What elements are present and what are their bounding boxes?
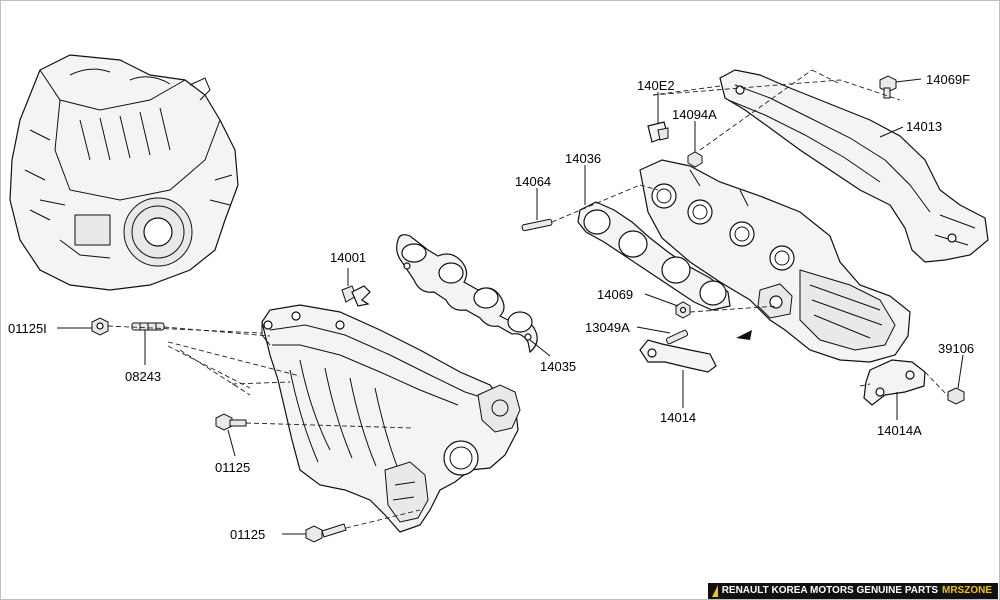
nut-01125I [91,317,109,336]
nut-14094A [687,151,703,168]
bolt-01125-lower [305,523,347,543]
label-08243: 08243 [125,369,161,384]
label-01125I: 01125I [8,321,47,336]
bracket-14014A [863,359,926,406]
label-140E2: 140E2 [637,78,675,93]
bolt-14069F [879,75,897,99]
bolt-13049A [665,329,689,345]
exhaust-manifold-catalyst [639,159,911,363]
label-14036: 14036 [565,151,601,166]
label-14094A: 14094A [672,107,717,122]
footer-brand: MRSZONE [942,585,992,596]
label-14064: 14064 [515,174,551,189]
label-01125-lower: 01125 [230,527,265,542]
triangle-logo-icon [711,585,718,597]
label-13049A: 13049A [585,320,630,335]
footer-banner: RENAULT KOREA MOTORS GENUINE PARTS MRSZO… [707,583,998,599]
clip-140E2 [647,121,669,143]
heat-shield-14013 [719,69,989,263]
label-14069F: 14069F [926,72,970,87]
exhaust-gasket-14036 [577,201,731,311]
label-14069: 14069 [597,287,633,302]
bolt-39106 [947,387,965,405]
label-14014: 14014 [660,410,696,425]
intake-gasket-14035 [396,234,538,354]
intake-manifold-14001 [261,304,521,533]
bracket-14014 [639,339,717,373]
engine-assembly-illustration [9,54,239,291]
label-14001: 14001 [330,250,366,265]
nut-14069 [675,301,691,319]
label-14013: 14013 [906,119,942,134]
bolt-01125-upper [215,413,247,431]
footer-text: RENAULT KOREA MOTORS GENUINE PARTS [721,585,938,596]
clip-14001 [341,285,371,307]
direction-arrow-icon [736,330,752,340]
label-14035: 14035 [540,359,576,374]
stud-08243 [131,322,165,331]
label-14014A: 14014A [877,423,922,438]
label-01125-upper: 01125 [215,460,250,475]
label-39106: 39106 [938,341,974,356]
stud-14064 [521,218,553,232]
